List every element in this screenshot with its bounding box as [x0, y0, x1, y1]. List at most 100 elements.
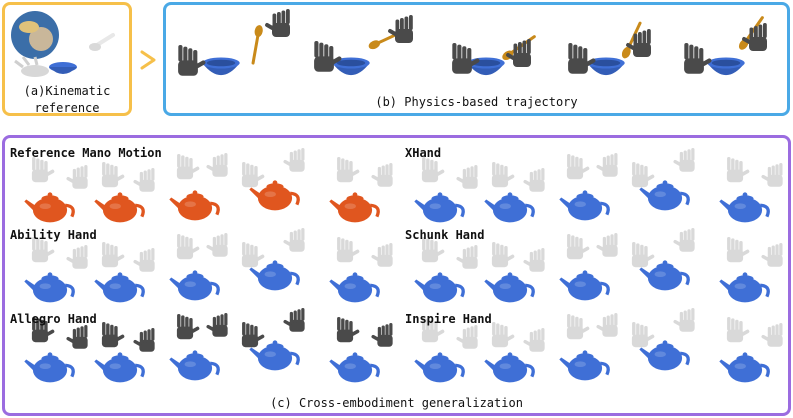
- robot-hand-right: [133, 168, 155, 192]
- teapot: [329, 192, 380, 223]
- panel-physics-trajectory: (b) Physics-based trajectory: [163, 2, 790, 116]
- robot-hand-left: [726, 157, 750, 183]
- robot-hand-left: [491, 322, 515, 348]
- robot-hand-left: [31, 157, 55, 183]
- robot-hand-right: [456, 245, 478, 269]
- teapot: [484, 352, 535, 383]
- robot-hand-right: [523, 168, 545, 192]
- robot-hand-left: [241, 162, 265, 188]
- robot-hand-left: [314, 41, 342, 72]
- robot-hand-right: [66, 245, 88, 269]
- teapot: [249, 260, 300, 291]
- robot-hand-right: [673, 148, 695, 172]
- reference-spoon: [89, 33, 115, 51]
- robot-hand-left: [336, 317, 360, 343]
- robot-hand-right: [596, 233, 618, 257]
- robot-hand-left: [336, 237, 360, 263]
- panel-a-caption-line2: reference: [34, 101, 100, 115]
- sequence-frame: [169, 153, 228, 221]
- kinematic-reference-scene: [11, 11, 115, 77]
- sequence-frame: [94, 242, 155, 303]
- sequence-frame: [241, 228, 305, 291]
- robot-hand-right: [283, 308, 305, 332]
- sequence-frame: [329, 157, 393, 223]
- robot-hand-right: [673, 228, 695, 252]
- teapot: [639, 340, 690, 371]
- robot-hand-right: [596, 153, 618, 177]
- reference-mano-hand: [14, 56, 49, 77]
- robot-hand-left: [631, 242, 655, 268]
- teapot: [24, 272, 75, 303]
- robot-hand-right: [265, 9, 290, 37]
- sequence-frame: [484, 322, 545, 383]
- teapot: [559, 190, 610, 221]
- robot-hand-right: [456, 325, 478, 349]
- robot-hand-left: [241, 242, 265, 268]
- row-label-reference-mano: Reference Mano Motion: [10, 146, 162, 160]
- robot-hand-left: [176, 314, 200, 340]
- robot-hand-left: [176, 154, 200, 180]
- row-label-allegro-hand: Allegro Hand: [10, 312, 97, 326]
- sequence-frame: [559, 153, 618, 221]
- teapot: [559, 270, 610, 301]
- robot-hand-left: [631, 162, 655, 188]
- embodiment-row: [414, 308, 783, 383]
- sequence-frame: [169, 313, 228, 381]
- robot-hand-left: [241, 322, 265, 348]
- robot-hand-right: [761, 323, 783, 347]
- robot-hand-left: [101, 322, 125, 348]
- robot-hand-left: [631, 322, 655, 348]
- trajectory-frames: [178, 9, 767, 76]
- teapot: [719, 272, 770, 303]
- bowl: [587, 57, 625, 76]
- teapot: [719, 192, 770, 223]
- trajectory-frame: [684, 16, 767, 76]
- teapot: [169, 190, 220, 221]
- panel-b-caption: (b) Physics-based trajectory: [375, 95, 578, 109]
- robot-hand-right: [206, 313, 228, 337]
- sequence-frame: [559, 233, 618, 301]
- sequence-frame: [241, 148, 305, 211]
- teapot: [719, 352, 770, 383]
- sequence-frame: [631, 228, 695, 291]
- robot-hand-left: [336, 157, 360, 183]
- sequence-frame: [484, 242, 545, 303]
- teapot: [414, 272, 465, 303]
- sequence-frame: [414, 237, 478, 303]
- panel-a-caption-line1: (a)Kinematic: [23, 84, 111, 98]
- robot-hand-left: [101, 162, 125, 188]
- sequence-frame: [329, 317, 393, 383]
- sequence-frame: [719, 317, 783, 383]
- sequence-frame: [329, 237, 393, 303]
- row-label-xhand: XHand: [405, 146, 442, 160]
- spoon: [251, 25, 263, 65]
- robot-hand-left: [568, 43, 596, 74]
- teapot: [484, 272, 535, 303]
- row-label-ability-hand: Ability Hand: [10, 228, 97, 242]
- trajectory-frame: [568, 21, 651, 76]
- sequence-frame: [484, 162, 545, 223]
- teapot: [169, 350, 220, 381]
- robot-hand-left: [684, 43, 712, 74]
- sequence-frame: [241, 308, 305, 371]
- robot-hand-left: [452, 43, 480, 74]
- robot-hand-right: [523, 328, 545, 352]
- row-label-schunk-hand: Schunk Hand: [405, 228, 485, 242]
- embodiment-row: [414, 228, 783, 303]
- teapot: [639, 180, 690, 211]
- teapot: [249, 340, 300, 371]
- robot-hand-left: [101, 242, 125, 268]
- trajectory-frame: [178, 9, 290, 76]
- robot-hand-right: [133, 248, 155, 272]
- teapot: [24, 352, 75, 383]
- arrow-right-icon: [140, 50, 156, 70]
- robot-hand-right: [66, 165, 88, 189]
- bowl: [332, 57, 370, 76]
- robot-hand-right: [456, 165, 478, 189]
- sequence-frame: [24, 237, 88, 303]
- bowl: [707, 57, 745, 76]
- robot-hand-right: [596, 313, 618, 337]
- robot-hand-right: [206, 233, 228, 257]
- teapot: [414, 192, 465, 223]
- teapot: [414, 352, 465, 383]
